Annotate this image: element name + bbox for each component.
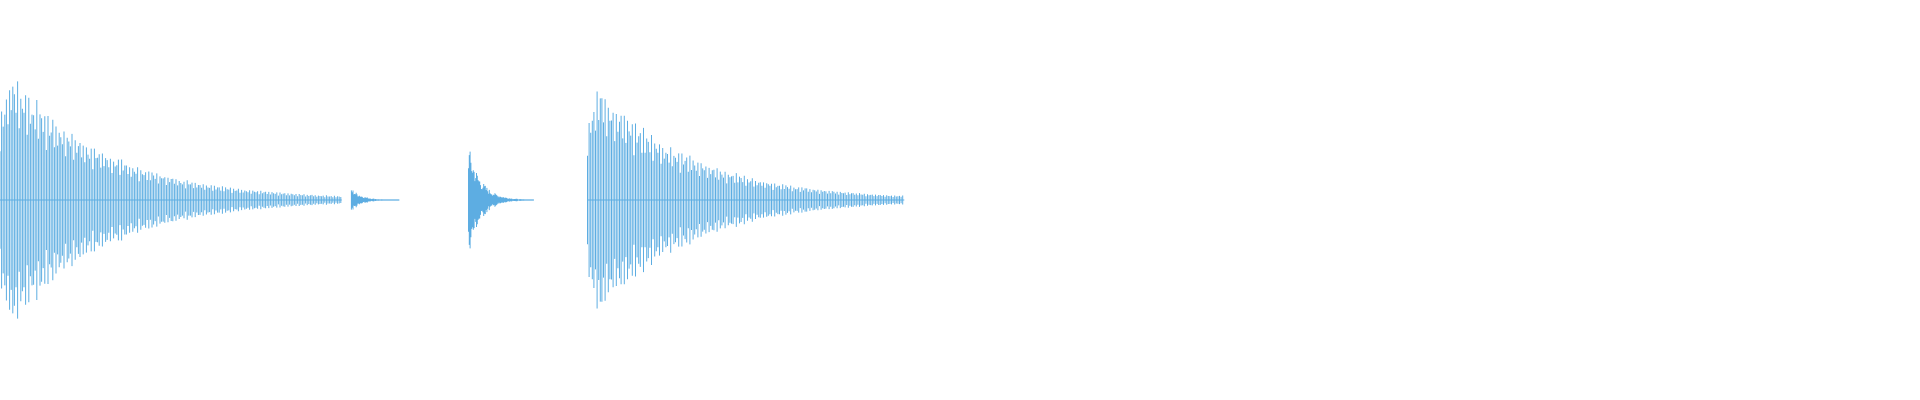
waveform [0, 81, 905, 319]
